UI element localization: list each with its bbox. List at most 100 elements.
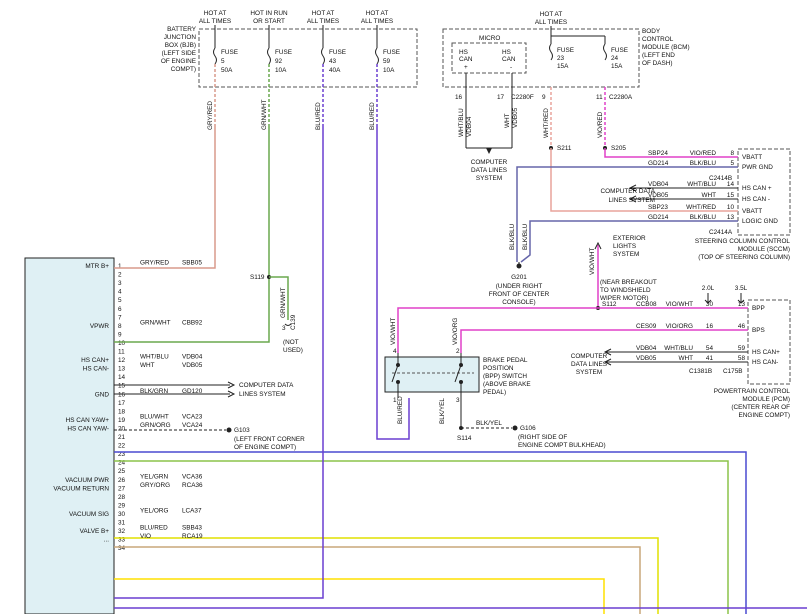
wire-label: VDB05 (512, 107, 519, 128)
pin-number: 16 (118, 391, 126, 398)
pcm-pin-name: BPS (752, 327, 765, 334)
sccm-circuit: SBP24 (648, 150, 668, 157)
pin-number: 22 (118, 443, 126, 450)
pin-number: 21 (118, 434, 126, 441)
bcm-fuse23: 23 (557, 55, 565, 62)
bpp-title: BRAKE PEDAL (483, 357, 528, 364)
pin-number: 13 (118, 366, 126, 373)
fuse-symbol (213, 47, 217, 65)
sccm-pin: 13 (727, 214, 735, 221)
pcm-data-lines: SYSTEM (576, 369, 602, 376)
wire-circuit-label: SBB05 (182, 260, 202, 267)
pin-number: 18 (118, 408, 126, 415)
wire-blu-red (114, 125, 324, 599)
pcm-wire-color: VIO/ORG (666, 323, 693, 330)
wire-label: BLK/BLU (509, 223, 516, 250)
not-used: (NOT (283, 339, 299, 346)
fuse-label: FUSE (275, 49, 292, 56)
pin-label: HS CAN- (83, 366, 109, 373)
wire-circuit-label: VCA24 (182, 422, 203, 429)
pcm-module (747, 299, 791, 385)
bpp-switch-contacts (391, 353, 463, 398)
fuse-label: 5 (221, 58, 225, 65)
fuse-label: 40A (329, 67, 341, 74)
fuse-labels: FUSE 5 50A FUSE 92 10A FUSE 43 40A FUSE … (221, 49, 400, 74)
bjb-fuse-box (198, 28, 418, 88)
arrow-icon (603, 348, 612, 356)
arrow-icon (628, 195, 637, 203)
sccm-wire-color: BLK/BLU (690, 214, 717, 221)
sccm-wire-color: BLK/BLU (690, 160, 717, 167)
pin-label: GND (95, 391, 110, 398)
bjb-title-line: COMPT) (171, 66, 196, 73)
fuse-label: 10A (275, 67, 287, 74)
pcm-engine: 2.0L (702, 285, 715, 292)
wire-label: WHT/RED (543, 108, 550, 138)
wire-label: BLK/BLU (522, 223, 529, 250)
wire-label: GRN/WHT (261, 99, 268, 130)
pin-number: 1 (118, 263, 122, 270)
pcm-circuit: CCB08 (636, 301, 657, 308)
sccm-connector: C2414A (709, 229, 733, 236)
pcm-title: ENGINE COMPT) (739, 412, 790, 419)
pin-label: VACUUM RETURN (53, 485, 109, 492)
pcm-pin-name: BPP (752, 305, 765, 312)
bcm-fuse24: 24 (611, 55, 619, 62)
bpp-title: POSITION (483, 365, 514, 372)
pin-label: VALVE B+ (80, 528, 110, 535)
fuse-symbol (267, 47, 271, 65)
wire-circuit-label: CBB92 (182, 319, 203, 326)
pcm-pin-a: 16 (706, 323, 714, 330)
wire-label: VIO/WHT (589, 248, 596, 275)
bjb-title-line: JUNCTION (164, 34, 197, 41)
fuse-headers: HOT AT ALL TIMES HOT IN RUN OR START HOT… (199, 10, 393, 25)
pin-label: VACUUM PWR (65, 477, 109, 484)
wire-label: GRN/WHT (280, 287, 287, 318)
pin-label: MTR B+ (85, 263, 109, 270)
sccm-pin-name: PWR GND (742, 164, 773, 171)
pin-label: HS CAN YAW- (67, 425, 109, 432)
bjb-title-line: BOX (BJB) (165, 42, 196, 49)
sccm-pin: 15 (727, 192, 735, 199)
fuse-label: 92 (275, 58, 283, 65)
sccm-pin-name: VBATT (742, 154, 762, 161)
wire-circuit-label: VDB05 (182, 362, 203, 369)
wire-circuit-label: VDB04 (182, 354, 203, 361)
exterior-label: LIGHTS (613, 243, 636, 250)
fuse-symbols (213, 47, 379, 65)
ground-desc: (RIGHT SIDE OF (518, 434, 567, 441)
pin-label: VACUUM SIG (69, 511, 109, 518)
pin-number: 33 (118, 537, 126, 544)
ground-icon (512, 425, 518, 431)
pcm-circuit: VDB05 (636, 355, 657, 362)
wire-grn-org (114, 460, 729, 614)
pin-number: 7 (118, 314, 122, 321)
bpp-title: (BPP) SWITCH (483, 373, 527, 380)
wire-color-label: BLU/WHT (140, 413, 169, 420)
pin-number: 34 (118, 545, 126, 552)
wire-color-label: BLK/GRN (140, 388, 168, 395)
ground-label: G103 (234, 427, 250, 434)
pin-number: 15 (118, 383, 126, 390)
wire-label: GRY/RED (207, 101, 214, 130)
fuse-header: HOT IN RUN (250, 10, 288, 17)
sccm-pin: 8 (730, 150, 734, 157)
pcm-pin-a: 54 (706, 345, 714, 352)
sccm-circuit: GD214 (648, 160, 669, 167)
pin-label: ... (104, 537, 110, 544)
fuse-header: HOT AT (204, 10, 227, 17)
pcm-pin-a: 41 (706, 355, 714, 362)
wire-color-label: GRN/WHT (140, 319, 171, 326)
bcm-fuse24: 15A (611, 63, 623, 70)
ground-desc: (UNDER RIGHT (496, 283, 543, 290)
arrow-icon (628, 184, 637, 192)
bpp-pin: 4 (393, 348, 397, 355)
pcm-pin-name: HS CAN+ (752, 349, 780, 356)
sccm-circuit: SBP23 (648, 204, 668, 211)
data-lines-label: LINES SYSTEM (239, 391, 286, 398)
pcm-wire-color: WHT (678, 355, 693, 362)
wire-label: BLU/RED (315, 102, 322, 130)
pin-number: 8 (118, 323, 122, 330)
pcm-title: POWERTRAIN CONTROL (714, 388, 791, 395)
